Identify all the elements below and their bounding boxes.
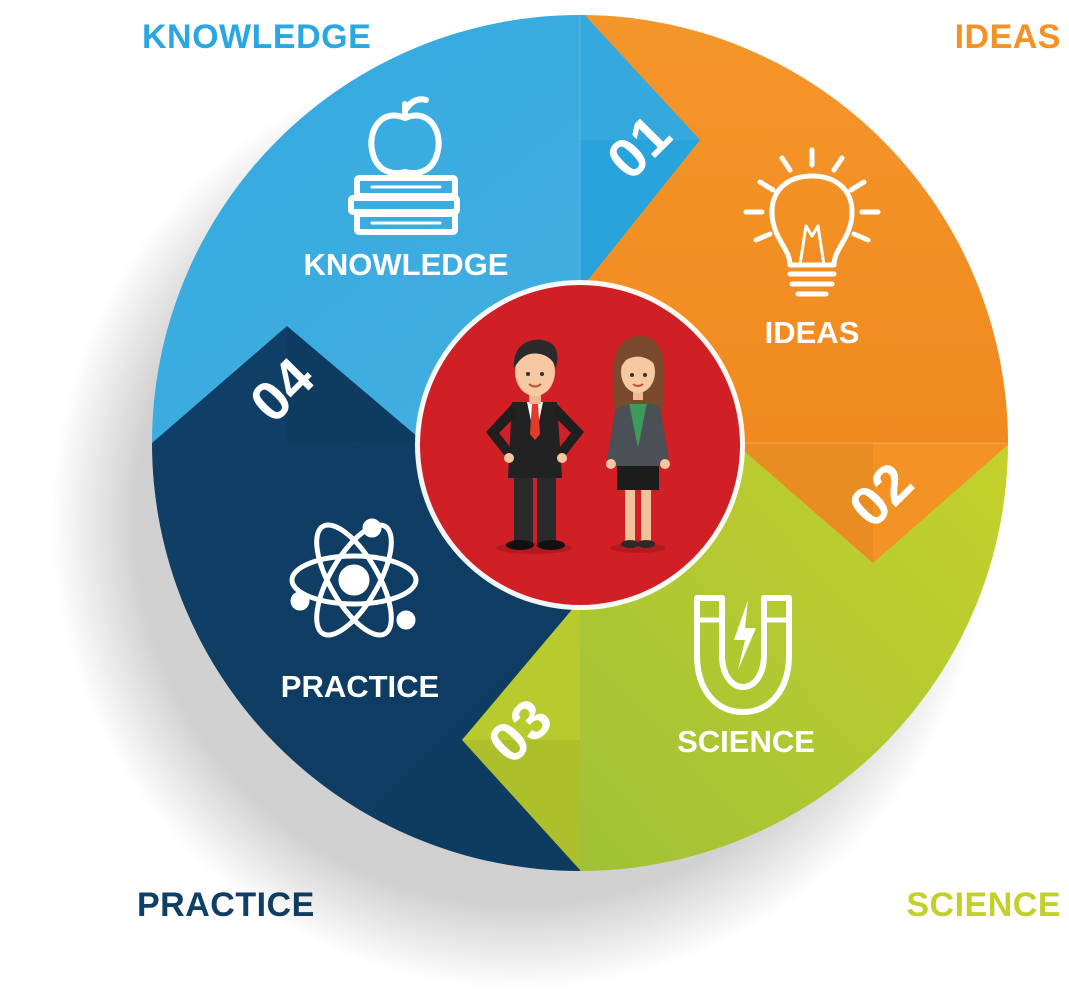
tab-03 [462, 600, 580, 870]
segment-label-knowledge: KNOWLEDGE [304, 247, 509, 282]
magnet-icon [694, 595, 792, 715]
atom-icon [289, 518, 419, 638]
tab-04 [152, 326, 425, 443]
corner-label-ideas: IDEAS [954, 18, 1061, 56]
segment-label-ideas: IDEAS [765, 315, 860, 350]
segment-label-practice: PRACTICE [281, 669, 439, 704]
apple-books-icon [348, 96, 460, 235]
business-people-icon [486, 336, 670, 554]
lightbulb-icon [743, 147, 881, 297]
corner-label-science: SCIENCE [906, 886, 1061, 924]
segment-knowledge [152, 15, 580, 443]
tab-02 [735, 443, 1008, 563]
tab-01 [580, 15, 700, 290]
corner-label-knowledge: KNOWLEDGE [142, 18, 372, 56]
segment-label-science: SCIENCE [677, 724, 815, 759]
